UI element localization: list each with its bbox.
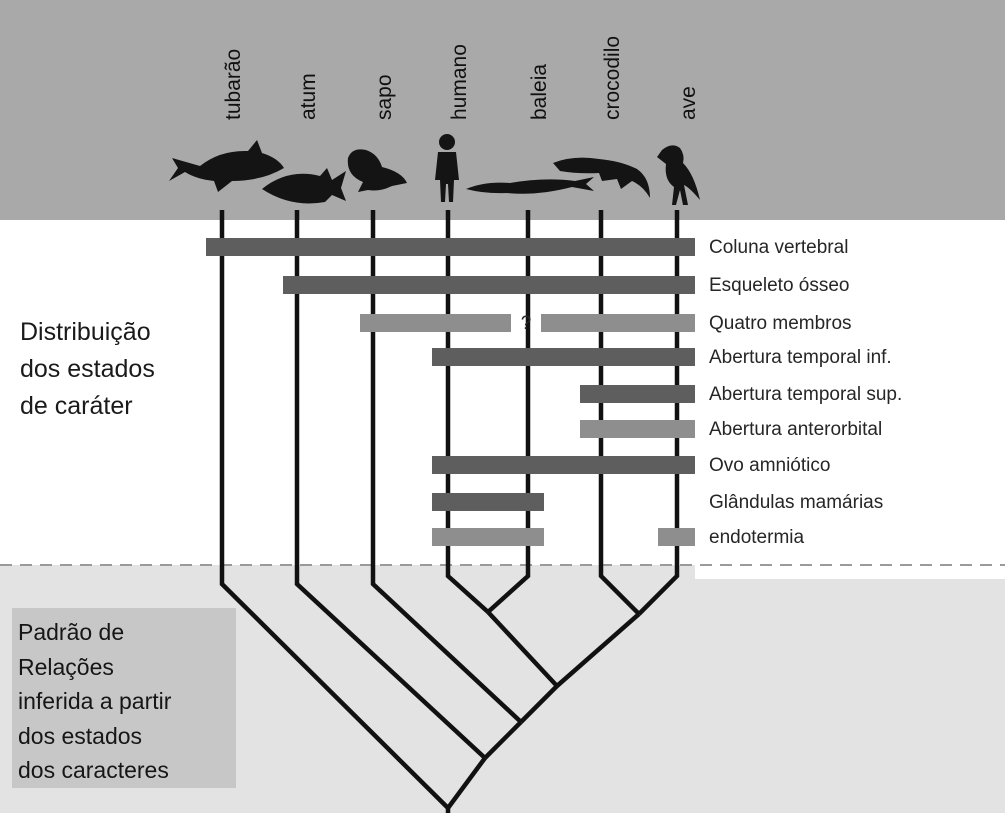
character-label: Ovo amniótico [709,455,830,476]
taxon-labels: tubarão atum sapo humano baleia crocodilo ave [222,36,700,120]
tree-branch [294,210,487,760]
character-distribution-line: Distribuição [20,318,151,346]
character-bar [432,493,544,511]
character-distribution-line: dos estados [20,355,155,383]
taxon-label: crocodilo [601,36,624,120]
character-bars [206,238,695,546]
taxon-label: humano [448,44,471,120]
shark-icon [169,140,284,192]
relationship-pattern-line: inferida a partir [18,688,172,714]
uncertain-mark: ? [521,313,532,334]
tree-branches [219,210,680,813]
tree-branch [555,612,641,688]
character-bar [580,420,695,438]
relationship-pattern-label: Padrão de Relações inferida a partir dos… [18,615,171,788]
relationship-pattern-line: dos estados [18,722,143,749]
tree-branch [446,756,487,810]
left-label-panel [0,305,210,435]
taxon-label: ave [677,86,700,120]
human-icon [435,134,459,202]
taxon-label: atum [297,73,320,120]
character-distribution-label: Distribuição dos estados de caráter [20,314,155,425]
whale-icon [466,177,594,194]
tree-branch [483,720,523,760]
relationship-label-box [12,608,236,788]
taxon-label: sapo [373,74,396,120]
relationship-pattern-line: Relações [18,653,114,680]
animal-silhouettes [169,134,700,205]
character-label: endotermia [709,527,804,548]
character-label: Abertura temporal sup. [709,384,902,405]
character-bar [432,348,695,366]
tree-branch [519,684,559,724]
tree-branch [370,210,523,724]
character-label-panel-lower [695,565,1005,579]
character-bar [580,385,695,403]
character-label: Esqueleto ósseo [709,275,850,296]
character-bar [360,314,511,332]
character-bar [432,528,544,546]
bird-icon [657,145,700,205]
character-label: Coluna vertebral [709,237,848,258]
character-label: Abertura anterorbital [709,419,882,440]
relationship-pattern-line: dos caracteres [18,757,169,783]
tree-branch [486,610,559,688]
taxon-label: tubarão [222,49,245,120]
character-bar [541,314,695,332]
tree-branch [219,210,450,810]
taxon-label: baleia [528,64,551,120]
character-label: Abertura temporal inf. [709,347,892,368]
character-distribution-line: de caráter [20,392,133,420]
tuna-icon [262,168,346,204]
character-bar [658,528,695,546]
tree-branch [486,210,531,614]
crocodile-icon [553,157,650,198]
character-label: Glândulas mamárias [709,492,883,513]
relationship-pattern-line: Padrão de [18,619,125,645]
frog-icon [347,149,407,192]
character-bar [432,456,695,474]
character-bar [206,238,695,256]
character-label: Quatro membros [709,313,852,334]
character-label-panel [695,228,1005,578]
character-bar [283,276,695,294]
